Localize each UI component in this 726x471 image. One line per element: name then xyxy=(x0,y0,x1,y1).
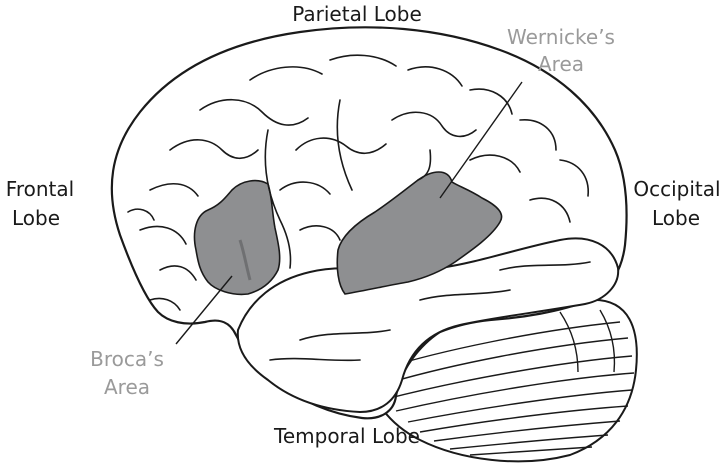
broca-leader-line xyxy=(175,275,233,345)
wernicke-area xyxy=(336,171,503,295)
cortex-folds xyxy=(127,54,591,362)
wernicke-leader-line xyxy=(439,81,523,199)
frontal-lobe-label-line1: Frontal xyxy=(6,177,74,201)
frontal-lobe-label-line2: Lobe xyxy=(12,206,60,230)
temporal-lobe-label: Temporal Lobe xyxy=(273,424,420,448)
wernicke-area-label-line2: Area xyxy=(538,52,584,76)
leader-lines xyxy=(175,81,523,345)
broca-area-label-line2: Area xyxy=(104,375,150,399)
parietal-lobe-label: Parietal Lobe xyxy=(292,2,422,26)
occipital-lobe-label-line1: Occipital xyxy=(633,177,720,201)
wernicke-area-label-line1: Wernicke’s xyxy=(507,25,615,49)
occipital-lobe-label-line2: Lobe xyxy=(652,206,700,230)
broca-area-label-line1: Broca’s xyxy=(90,347,164,371)
